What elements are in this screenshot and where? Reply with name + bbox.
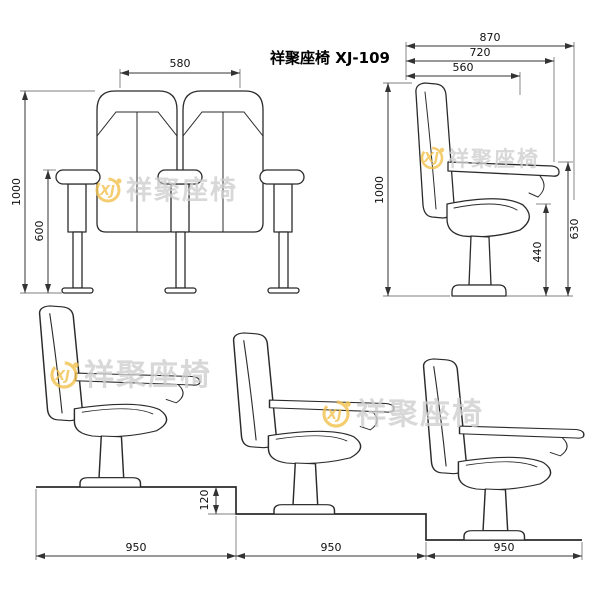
foot-middle	[164, 287, 197, 294]
watermark-text: 祥聚座椅	[84, 358, 212, 393]
dim-label-side-tablet-height: 630	[568, 219, 581, 240]
dim-front-top-width: 580	[119, 57, 241, 88]
logo-dot	[439, 147, 445, 153]
logo-ring	[50, 361, 78, 389]
logo-initials: XJ	[423, 151, 439, 166]
brand-logo-icon: XJ	[322, 400, 351, 428]
dim-front-armrest-height: 600	[33, 169, 56, 293]
leg-left	[72, 231, 83, 289]
dim-label-row-spacing-2: 950	[321, 541, 342, 554]
leg-right	[278, 231, 289, 289]
dim-label-row-spacing-3: 950	[494, 541, 515, 554]
dim-label-side-total-height: 1000	[373, 176, 386, 204]
dim-side-tablet-height: 630	[506, 161, 581, 297]
seat-back-right-seam	[182, 111, 264, 233]
armrest-pad-right	[259, 169, 305, 185]
seat-back-left-seam	[96, 111, 178, 233]
front-view-drawing: 580 1000 600	[10, 57, 305, 294]
dim-label-side-inner-depth: 560	[453, 61, 474, 74]
seat-side-profile	[415, 82, 560, 297]
armrest-support-right	[273, 183, 293, 233]
row-seat-1	[38, 305, 201, 488]
dim-side-total-height: 1000	[373, 82, 450, 297]
watermark: XJ 祥聚座椅	[50, 358, 212, 393]
armrest-pad-middle	[157, 169, 203, 185]
dim-front-total-height: 1000	[10, 90, 95, 294]
row-seat-3	[422, 358, 585, 541]
watermark: XJ 祥聚座椅	[420, 146, 540, 171]
logo-initials: XJ	[326, 408, 342, 423]
watermark-text: 祥聚座椅	[126, 175, 238, 206]
dim-side-mid-depth: 720	[406, 46, 555, 162]
watermark-text: 祥聚座椅	[356, 397, 484, 432]
row-view-drawing: 120 950 950 950	[35, 305, 585, 560]
logo-ring	[322, 400, 350, 428]
dim-row-spacing: 950 950 950	[35, 489, 583, 560]
dim-side-inner-depth: 560	[406, 61, 521, 95]
dim-label-row-spacing-1: 950	[126, 541, 147, 554]
logo-ring	[95, 177, 121, 203]
dim-label-front-top-width: 580	[170, 57, 191, 70]
dim-label-side-seat-height: 440	[531, 242, 544, 263]
foot-right	[267, 287, 300, 294]
page-title: 祥聚座椅 XJ-109	[270, 49, 390, 67]
dim-side-total-depth: 870	[405, 31, 575, 200]
logo-ring	[420, 146, 444, 170]
dim-label-side-total-depth: 870	[480, 31, 501, 44]
dim-side-seat-height: 440	[531, 203, 551, 296]
dim-label-step-height: 120	[198, 490, 211, 511]
brand-logo-icon: XJ	[420, 146, 445, 170]
armrest-support-left	[67, 183, 87, 233]
leg-middle	[175, 231, 186, 289]
foot-left	[61, 287, 94, 294]
brand-logo-icon: XJ	[50, 361, 79, 389]
watermark: XJ 祥聚座椅	[322, 397, 484, 432]
watermark-text: 祥聚座椅	[448, 147, 540, 171]
logo-dot	[345, 401, 351, 407]
logo-initials: XJ	[54, 369, 70, 384]
dim-step-height: 120	[198, 487, 236, 515]
side-view-drawing: 870 720 560 1000 630	[373, 31, 581, 297]
dim-label-front-armrest-height: 600	[33, 221, 46, 242]
brand-logo-icon: XJ	[95, 177, 122, 203]
dim-label-side-mid-depth: 720	[470, 46, 491, 59]
watermark: XJ 祥聚座椅	[95, 175, 238, 206]
logo-dot	[116, 178, 122, 184]
dim-label-front-total-height: 1000	[10, 178, 23, 206]
logo-dot	[73, 362, 79, 368]
armrest-pad-left	[55, 169, 101, 185]
logo-initials: XJ	[99, 184, 115, 199]
